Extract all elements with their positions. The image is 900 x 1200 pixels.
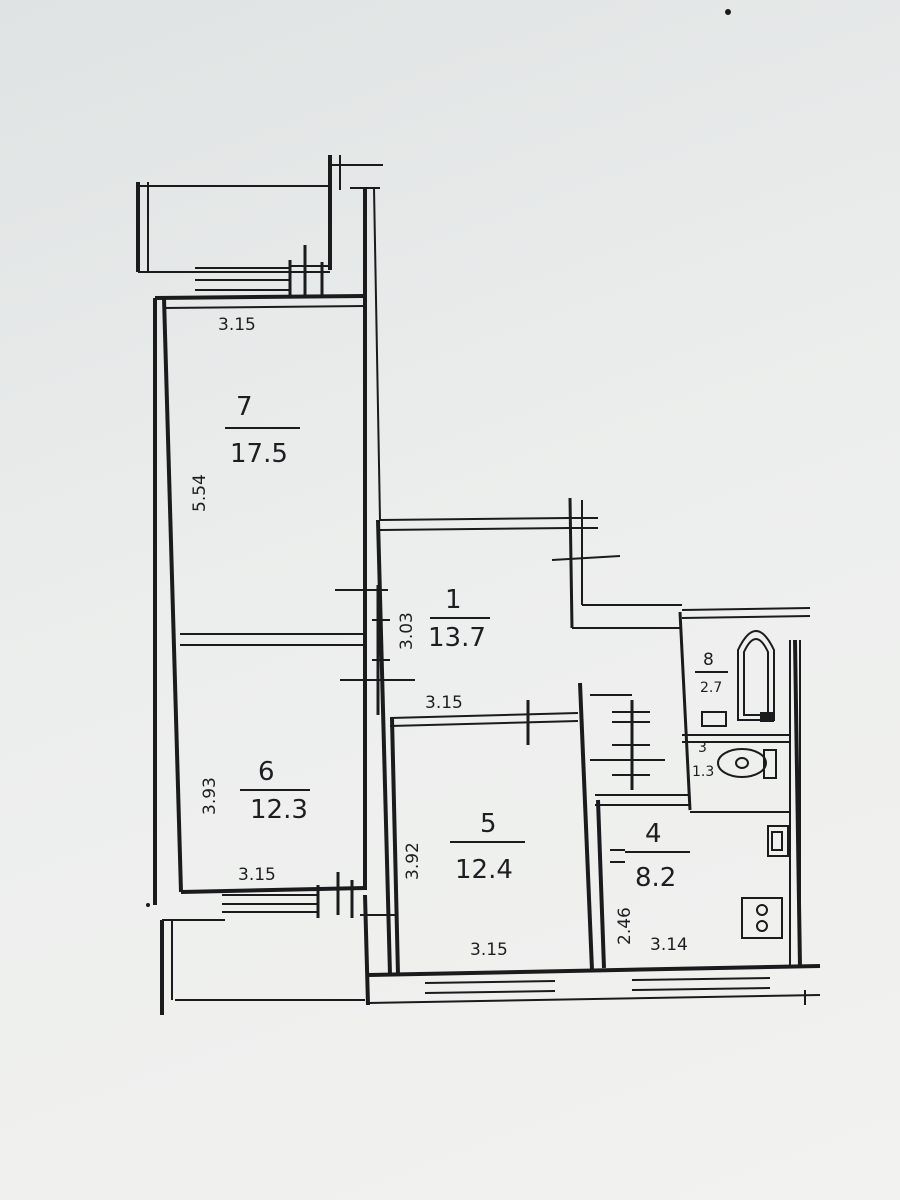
room-1-number: 1	[445, 585, 462, 615]
hall-closet	[590, 694, 690, 806]
room-1-dim: 3.03	[397, 612, 417, 650]
room-3-label: 3 1.3	[692, 740, 714, 780]
walls-bathroom	[678, 607, 811, 965]
room-4-label: 4 8.2 2.46 3.14	[615, 819, 690, 955]
room-8-area: 2.7	[700, 680, 722, 696]
room-5-height: 3.92	[403, 842, 423, 880]
room-4-area: 8.2	[635, 863, 676, 893]
room-7-area: 17.5	[230, 439, 288, 469]
room-1-label: 1 13.7 3.03 3.15	[397, 585, 490, 713]
corridor-width: 3.15	[425, 693, 463, 713]
balcony-bottom	[160, 894, 395, 1015]
partition-7-6	[180, 633, 365, 646]
room-5-width: 3.15	[470, 940, 508, 960]
room-8-label: 8 2.7	[695, 650, 728, 696]
room-6-height: 3.93	[200, 777, 220, 815]
room-4-width: 3.14	[650, 935, 688, 955]
room-5-area: 12.4	[455, 855, 513, 885]
room-1-area: 13.7	[428, 623, 486, 653]
wall-corridor-top	[379, 497, 682, 629]
room-3-number: 3	[698, 740, 707, 756]
room-4-number: 4	[645, 819, 662, 849]
room-4-height: 2.46	[615, 907, 635, 945]
room-7-label: 7 17.5 3.15 5.54	[190, 315, 300, 512]
partition-corridor-room-5	[389, 700, 579, 745]
room-8-number: 8	[703, 650, 714, 670]
wall-rooms-7-6-right	[363, 187, 392, 976]
room-3-area: 1.3	[692, 764, 714, 780]
room-6-number: 6	[258, 757, 275, 787]
room-7-height: 5.54	[190, 474, 210, 512]
room-7-width: 3.15	[218, 315, 256, 335]
dot-mark	[725, 9, 731, 15]
bathtub-icon	[701, 630, 775, 727]
room-5-number: 5	[480, 809, 497, 839]
windows-bottom	[367, 964, 821, 1004]
room-7-number: 7	[236, 392, 253, 422]
outer-wall-left	[153, 294, 366, 905]
toilet-icon	[717, 748, 777, 779]
wall-room-6-bottom	[180, 872, 366, 918]
room-6-area: 12.3	[250, 795, 308, 825]
dot-mark	[146, 903, 150, 907]
balcony-top	[136, 155, 383, 273]
sink-icon	[767, 825, 789, 857]
room-6-width: 3.15	[238, 865, 276, 885]
stove-icon	[741, 897, 783, 939]
room-5-label: 5 12.4 3.92 3.15	[403, 809, 525, 960]
window-room-7	[195, 245, 330, 298]
door-marks-corridor	[335, 585, 415, 715]
room-6-label: 6 12.3 3.93 3.15	[200, 757, 310, 885]
